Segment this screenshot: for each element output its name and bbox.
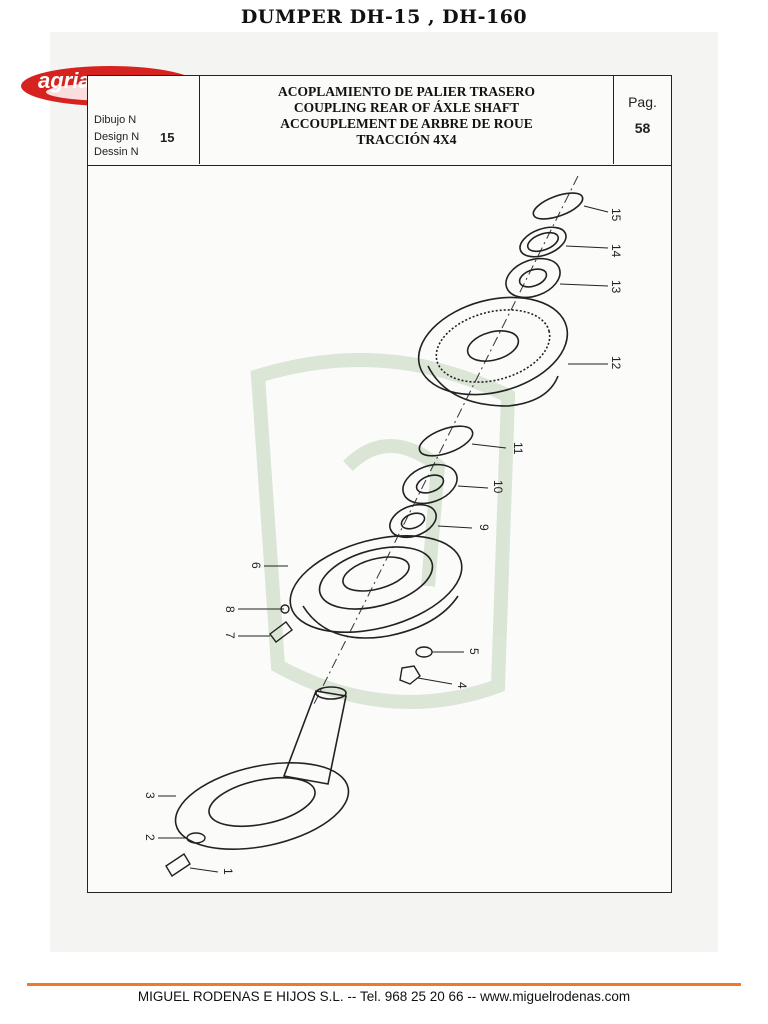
part-13-bearing [505,257,561,299]
part-14-ring [519,226,567,258]
document-title: DUMPER DH-15 , DH-160 [240,6,528,28]
callout-8: 8 [223,606,237,613]
callout-9: 9 [477,524,491,531]
page-number: 58 [634,120,651,136]
callout-10: 10 [491,480,505,494]
part-15-circlip [532,192,584,220]
part-9-seal [389,503,437,539]
part-6-flange-housing [289,534,463,639]
callout-1: 1 [221,868,235,875]
footer-company: MIGUEL RODENAS E HIJOS S.L. [137,989,344,1004]
design-label-es: Dibujo N [94,114,137,126]
callout-leaders [158,205,609,873]
sheet-title-line-traction: TRACCIÓN 4X4 [356,132,457,147]
callout-12: 12 [609,356,623,370]
part-7-bolt [269,621,293,643]
design-label-en: Design N [94,131,140,143]
part-10-bearing [402,463,458,505]
callout-13: 13 [609,280,623,294]
exploded-parts-diagram: 15 14 13 12 11 10 9 6 8 7 5 4 3 2 1 [143,175,623,877]
svg-text:agria: agria [38,68,91,93]
design-number: 15 [160,130,175,145]
footer-divider [27,983,741,986]
callout-14: 14 [609,244,623,258]
footer-website: www.miguelrodenas.com [480,989,631,1004]
design-label-fr: Dessin N [94,146,139,158]
callout-2: 2 [143,834,157,841]
footer-separator: -- [467,989,477,1004]
callout-4: 4 [455,682,469,689]
design-number-cell: Dibujo N Design N Dessin N 15 [88,76,200,164]
watermark-logo [250,353,516,709]
callout-6: 6 [249,562,263,569]
footer-separator: -- [347,989,357,1004]
callout-3: 3 [143,792,157,799]
part-4-nut [399,665,421,685]
title-block: Dibujo N Design N Dessin N 15 ACOPLAMIEN… [88,76,671,166]
callout-7: 7 [223,632,237,639]
sheet-title-line-en: COUPLING REAR OF ÁXLE SHAFT [293,100,520,115]
sheet-title: ACOPLAMIENTO DE PALIER TRASERO COUPLING … [200,76,614,164]
part-5-washer [415,646,433,658]
callout-15: 15 [609,208,623,222]
sheet-title-line-fr: ACCOUPLEMENT DE ARBRE DE ROUE [280,116,533,131]
callout-11: 11 [511,442,525,455]
part-11-circlip [418,425,474,457]
part-3-axle-shaft [174,686,350,850]
footer-phone: Tel. 968 25 20 66 [359,989,464,1004]
assembly-axis [312,175,579,707]
part-12-bevel-gear [417,296,569,407]
callout-5: 5 [467,648,481,655]
footer: MIGUEL RODENAS E HIJOS S.L. -- Tel. 968 … [0,989,768,1004]
part-2-washer [186,832,206,844]
page-label: Pag. [628,94,657,110]
page-cell: Pag. 58 [614,76,671,164]
sheet-title-line-es: ACOPLAMIENTO DE PALIER TRASERO [278,84,535,99]
drawing-frame: Dibujo N Design N Dessin N 15 ACOPLAMIEN… [87,75,672,893]
part-1-bolt [165,853,191,877]
